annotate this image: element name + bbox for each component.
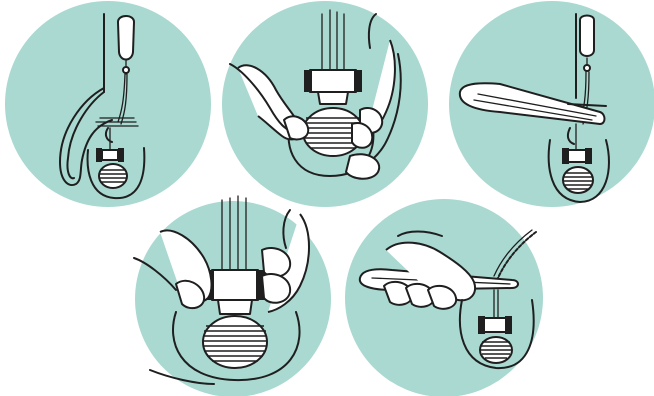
panel-5-hand-pulling-clamp-icon [345, 199, 543, 396]
panel-2-hands-connector-icon [222, 1, 428, 207]
panel-4-hands-ring-connector-icon [134, 196, 331, 396]
panel-1-pouch-handle-icon [5, 1, 211, 207]
panel-3-handle-clamp-bar-icon [449, 1, 654, 207]
